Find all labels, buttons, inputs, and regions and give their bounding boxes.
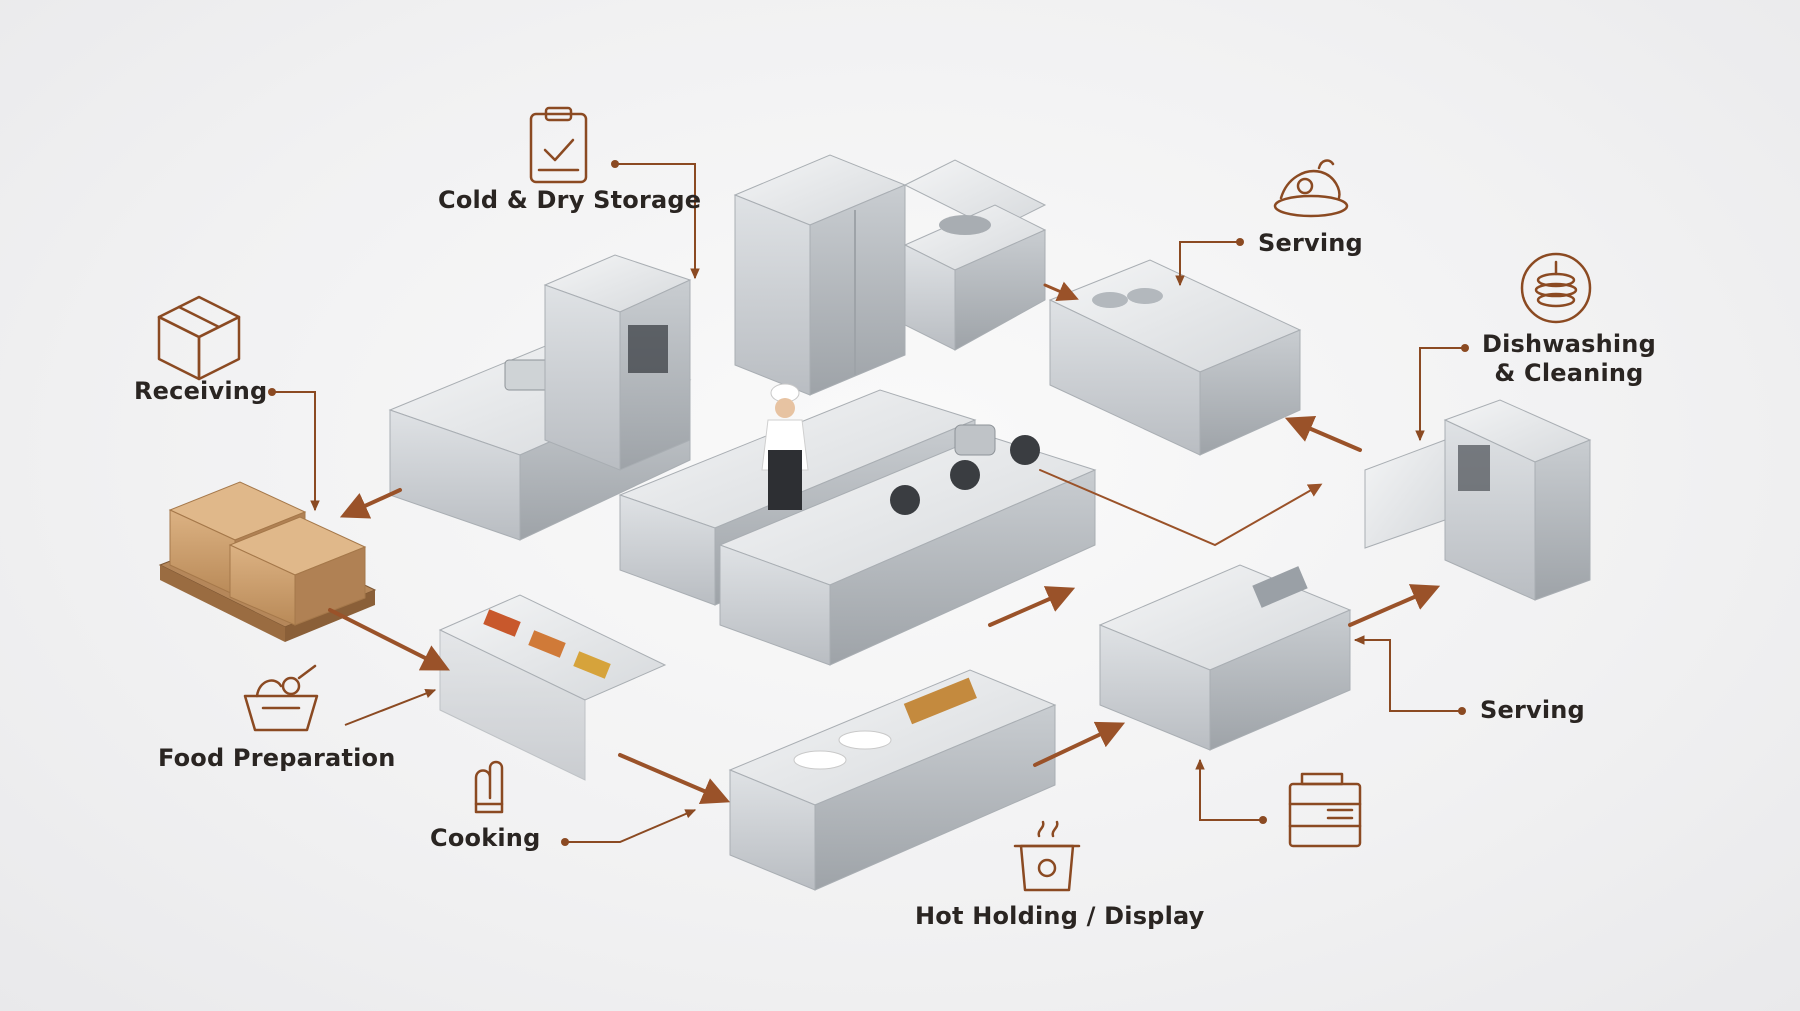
leader-cold-dry-storage: [611, 160, 700, 280]
dot-marker-icon: [1459, 708, 1465, 714]
oven-mitt-icon: [474, 760, 504, 814]
flow-arrows: [328, 281, 1441, 805]
flow-arrow-prep-to-hot-holding: [618, 753, 731, 805]
flow-arrow-storage-to-serving: [1043, 281, 1079, 301]
flow-arrow-dishwasher-to-serving: [1284, 415, 1362, 452]
hot-holding-counter: [728, 669, 1057, 891]
label-cooking-text: Cooking: [430, 824, 541, 852]
basket-icon: [243, 664, 319, 732]
label-receiving-text: Receiving: [134, 377, 268, 405]
label-cooking: Cooking: [430, 824, 540, 853]
label-serving-top-text: Serving: [1258, 229, 1363, 257]
label-serving-right-text: Serving: [1480, 696, 1585, 724]
flow-arrow-range-to-serving: [988, 586, 1076, 627]
leader-receiving: [268, 388, 320, 512]
label-dishwashing-cleaning: Dishwashing & Cleaning: [1482, 330, 1656, 388]
steam-pot-icon: [1013, 820, 1081, 892]
front-sink-unit: [1098, 564, 1352, 751]
label-hot-holding-display: Hot Holding / Display: [915, 902, 1205, 931]
label-dishwashing-line1: Dishwashing: [1482, 330, 1656, 358]
leader-cooking: [561, 809, 697, 846]
tall-refrigerator: [733, 154, 907, 396]
flow-arrow-sink-to-dishwasher: [1348, 584, 1441, 627]
combi-oven: [543, 254, 692, 471]
label-cold-dry-storage-text: Cold & Dry Storage: [438, 186, 702, 214]
label-food-preparation: Food Preparation: [158, 744, 396, 773]
label-receiving: Receiving: [134, 377, 267, 406]
clipboard-check-icon: [529, 106, 588, 184]
leader-food-preparation: [344, 689, 437, 726]
equipment-layer: [158, 154, 1592, 891]
flow-arrow-thin-line: [1039, 469, 1323, 547]
label-hot-holding-display-text: Hot Holding / Display: [915, 902, 1205, 930]
cooking-range: [718, 424, 1097, 666]
icons: [157, 106, 1592, 892]
leader-serving-top: [1175, 238, 1244, 287]
dishwasher-unit: [1364, 399, 1592, 601]
flow-arrow-pallet-to-prep: [328, 608, 451, 671]
receiving-pallet: [158, 481, 377, 642]
leader-equipment-unit: [1195, 758, 1267, 824]
box-icon: [157, 295, 241, 381]
flow-arrow-counter-to-pallet: [339, 488, 402, 519]
food-platter-icon: [1273, 159, 1349, 218]
label-dishwashing-line2: & Cleaning: [1494, 358, 1644, 387]
label-serving-right: Serving: [1480, 696, 1585, 725]
back-sink-unit: [903, 159, 1047, 351]
flow-arrow-hot-holding-to-sink: [1033, 721, 1126, 767]
leader-dishwashing: [1415, 344, 1469, 442]
serving-station-top: [1048, 259, 1302, 456]
label-serving-top: Serving: [1258, 229, 1363, 258]
leader-lines: [268, 160, 1469, 846]
leader-serving-right: [1353, 635, 1466, 715]
dish-stack-icon: [1520, 252, 1592, 324]
food-prep-table: [438, 594, 667, 781]
label-food-preparation-text: Food Preparation: [158, 744, 396, 772]
dish-machine-icon: [1288, 772, 1362, 848]
chef-figure: [761, 383, 809, 510]
label-cold-dry-storage: Cold & Dry Storage: [438, 186, 701, 215]
